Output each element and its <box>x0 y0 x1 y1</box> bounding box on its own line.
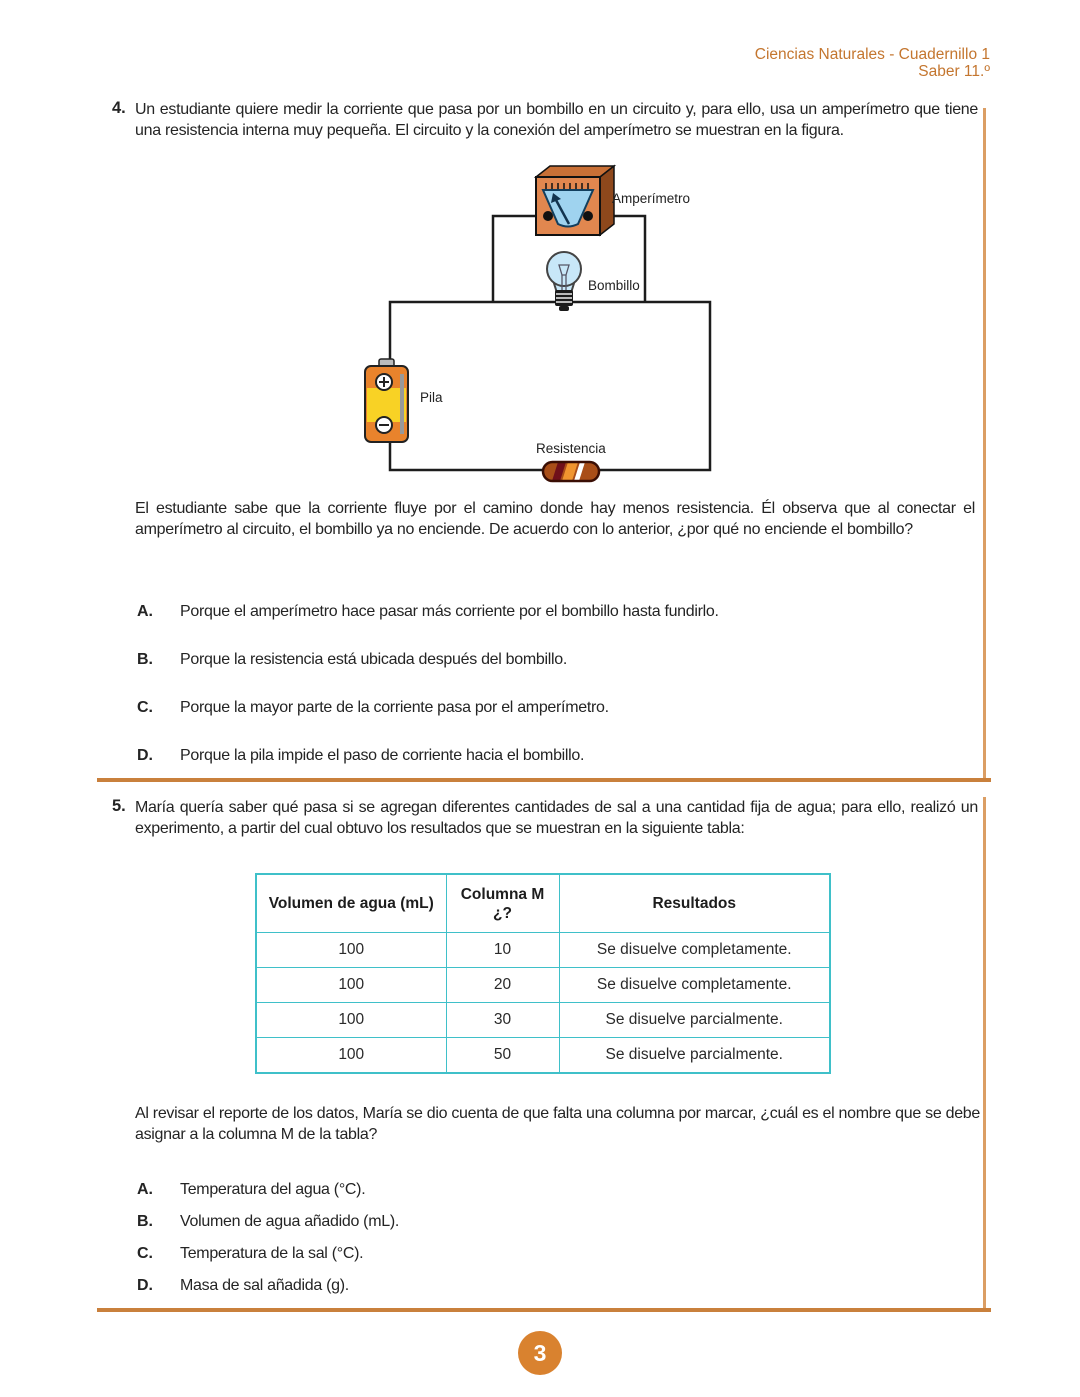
ammeter-label: Amperímetro <box>612 191 691 206</box>
q4-option-d: D. Porque la pila impide el paso de corr… <box>137 747 977 769</box>
circuit-figure: Amperímetro Bombillo Pila Resistencia <box>340 160 740 490</box>
resistor-icon <box>541 460 601 483</box>
q5-option-c-letter: C. <box>137 1245 153 1262</box>
col-header-volume: Volumen de agua (mL) <box>255 873 447 933</box>
q5-option-a-letter: A. <box>137 1181 153 1198</box>
col-header-column-m: Columna M ¿? <box>445 873 560 933</box>
question-4-intro-text: Un estudiante quiere medir la corriente … <box>135 101 978 139</box>
q5-option-a: A. Temperatura del agua (°C). <box>137 1181 977 1203</box>
q4-option-a: A. Porque el amperímetro hace pasar más … <box>137 603 977 625</box>
question-5-body: Al revisar el reporte de los datos, Marí… <box>135 1105 980 1143</box>
q5-option-d: D. Masa de sal añadida (g). <box>137 1277 977 1299</box>
q4-option-a-letter: A. <box>137 603 153 620</box>
bulb-icon <box>546 251 582 311</box>
circuit-diagram <box>364 164 712 483</box>
q4-option-b: B. Porque la resistencia está ubicada de… <box>137 651 977 673</box>
exam-name: Saber 11.º <box>918 63 990 80</box>
q5-option-b-letter: B. <box>137 1213 153 1230</box>
page-number-badge: 3 <box>518 1331 562 1375</box>
circuit-wires <box>388 214 712 472</box>
table-header-row: Volumen de agua (mL) Columna M ¿? Result… <box>255 873 831 933</box>
battery-icon <box>364 358 409 443</box>
question-5-number: 5. <box>112 797 126 815</box>
table-row: 100 30 Se disuelve parcialmente. <box>255 1002 831 1038</box>
q4-option-d-text: Porque la pila impide el paso de corrien… <box>180 747 585 764</box>
q4-option-b-letter: B. <box>137 651 153 668</box>
q4-right-rule <box>983 108 986 782</box>
table-row: 100 50 Se disuelve parcialmente. <box>255 1037 831 1074</box>
col-header-results: Resultados <box>558 873 831 933</box>
q4-option-c-letter: C. <box>137 699 153 716</box>
question-4-number: 4. <box>112 99 126 117</box>
q5-right-rule <box>983 797 986 1312</box>
ammeter-icon <box>533 164 617 237</box>
q4-option-a-text: Porque el amperímetro hace pasar más cor… <box>180 603 719 620</box>
question-4-body: El estudiante sabe que la corriente fluy… <box>135 500 975 538</box>
q5-option-d-text: Masa de sal añadida (g). <box>180 1277 349 1294</box>
resistor-label: Resistencia <box>536 441 606 456</box>
bulb-label: Bombillo <box>588 278 640 293</box>
q4-bottom-rule <box>97 778 991 782</box>
q4-option-c-text: Porque la mayor parte de la corriente pa… <box>180 699 609 716</box>
q4-option-c: C. Porque la mayor parte de la corriente… <box>137 699 977 721</box>
q5-option-c: C. Temperatura de la sal (°C). <box>137 1245 977 1267</box>
q5-option-c-text: Temperatura de la sal (°C). <box>180 1245 364 1262</box>
battery-label: Pila <box>420 390 443 405</box>
question-5-intro: 5. María quería saber qué pasa si se agr… <box>112 797 978 839</box>
table-row: 100 10 Se disuelve completamente. <box>255 932 831 968</box>
q5-option-a-text: Temperatura del agua (°C). <box>180 1181 366 1198</box>
page-number: 3 <box>533 1339 547 1366</box>
q5-bottom-rule <box>97 1308 991 1312</box>
page-header: Ciencias Naturales - Cuadernillo 1 Saber… <box>755 46 990 80</box>
question-5-intro-text: María quería saber qué pasa si se agrega… <box>135 799 978 837</box>
q4-option-b-text: Porque la resistencia está ubicada despu… <box>180 651 568 668</box>
q5-option-b: B. Volumen de agua añadido (mL). <box>137 1213 977 1235</box>
question-4-intro: 4. Un estudiante quiere medir la corrien… <box>112 99 978 141</box>
booklet-title: Ciencias Naturales - Cuadernillo 1 <box>754 46 990 63</box>
q5-option-d-letter: D. <box>137 1277 153 1294</box>
q5-option-b-text: Volumen de agua añadido (mL). <box>180 1213 400 1230</box>
results-table-grid: Volumen de agua (mL) Columna M ¿? Result… <box>255 873 831 1074</box>
q4-option-d-letter: D. <box>137 747 153 764</box>
table-row: 100 20 Se disuelve completamente. <box>255 967 831 1003</box>
results-table: Volumen de agua (mL) Columna M ¿? Result… <box>255 873 831 1074</box>
